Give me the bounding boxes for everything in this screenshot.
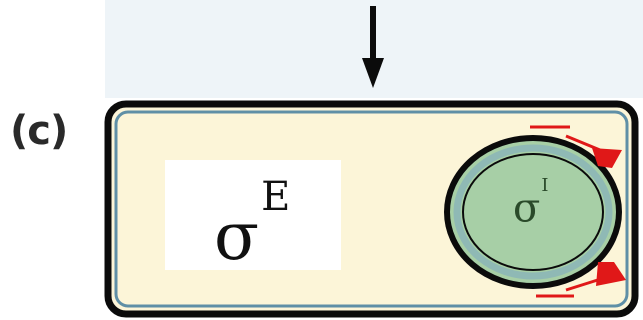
panel-label: (c) [10,108,67,154]
matrix-stress-superscript: E [261,174,290,220]
inclusion-stress-symbol: σ [513,185,540,231]
matrix-stress-label: σE [214,190,290,270]
inclusion-stress-label: σI [513,182,548,228]
matrix-stress-symbol: σ [214,198,259,275]
inclusion-stress-superscript: I [541,175,548,196]
